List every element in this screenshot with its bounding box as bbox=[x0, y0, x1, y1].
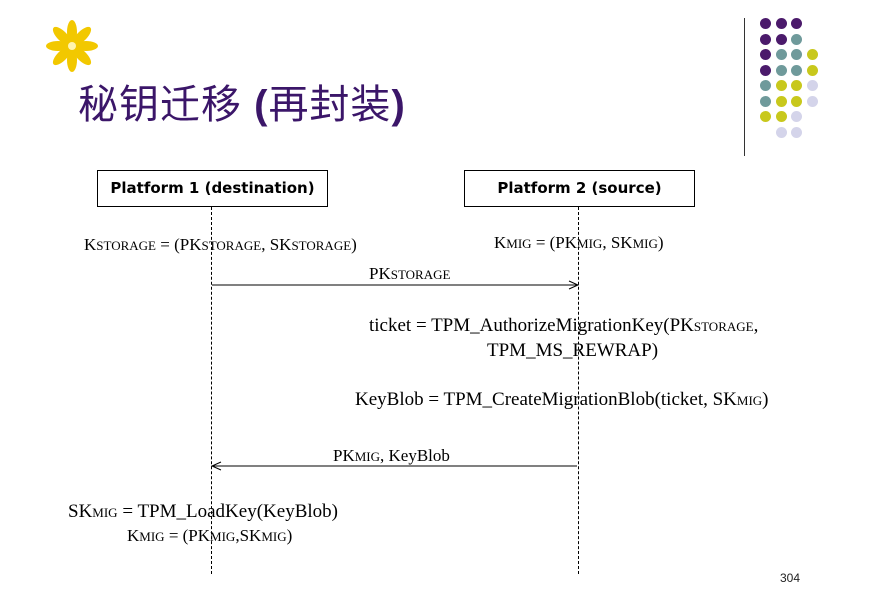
eq-text: ticket = TPM_AuthorizeMigrationKey(PK bbox=[369, 315, 694, 336]
decorative-dot bbox=[791, 18, 802, 29]
ticket-line-2: TPM_MS_REWRAP) bbox=[487, 340, 659, 361]
decorative-dot bbox=[760, 95, 771, 107]
eq-sub: STORAGE bbox=[693, 319, 754, 334]
eq-sub: STORAGE bbox=[390, 267, 451, 282]
eq-kstorage: KSTORAGE = (PKSTORAGE, SKSTORAGE) bbox=[84, 235, 357, 255]
decorative-dot bbox=[775, 64, 787, 76]
eq-text: ) bbox=[286, 526, 293, 545]
eq-text: = (PK bbox=[531, 233, 578, 252]
decorative-dot bbox=[775, 111, 787, 122]
platform1-box: Platform 1 (destination) bbox=[97, 170, 328, 207]
platform2-lifeline bbox=[578, 207, 579, 574]
decorative-dot bbox=[775, 126, 787, 138]
arrowhead-left bbox=[210, 461, 222, 471]
eq-sub: MIG bbox=[577, 236, 603, 251]
eq-sub: MIG bbox=[92, 505, 118, 520]
decorative-dot bbox=[806, 64, 818, 76]
eq-text: , KeyBlob bbox=[380, 446, 450, 465]
eq-text: K bbox=[84, 235, 97, 254]
title-paren-open: ( bbox=[242, 83, 269, 127]
platform1-lifeline bbox=[211, 207, 212, 574]
eq-text: ) bbox=[657, 233, 664, 252]
eq-text: KeyBlob = TPM_CreateMigrationBlob(ticket… bbox=[355, 389, 737, 410]
eq-sub: MIG bbox=[210, 529, 236, 544]
eq-text: = TPM_LoadKey(KeyBlob) bbox=[117, 501, 338, 522]
eq-text: , bbox=[753, 315, 759, 336]
decorative-dot bbox=[806, 80, 818, 91]
decorative-dot bbox=[775, 80, 787, 91]
decorative-dot bbox=[791, 111, 802, 122]
decorative-dot bbox=[760, 49, 771, 60]
decorative-dot bbox=[760, 18, 771, 29]
ticket-line-1: ticket = TPM_AuthorizeMigrationKey(PKSTO… bbox=[369, 315, 758, 337]
eq-sub: MIG bbox=[632, 236, 658, 251]
title-divider-line bbox=[744, 18, 745, 156]
decorative-dot bbox=[791, 64, 802, 76]
eq-kmig: KMIG = (PKMIG, SKMIG) bbox=[494, 233, 664, 253]
slide-title: 秘钥迁移 (再封装) bbox=[78, 72, 406, 130]
eq-text: PK bbox=[369, 264, 391, 283]
eq-text: SK bbox=[68, 501, 93, 522]
decorative-dot bbox=[775, 49, 787, 60]
eq-text: K bbox=[494, 233, 507, 252]
decorative-dot bbox=[775, 95, 787, 107]
keyblob-line: KeyBlob = TPM_CreateMigrationBlob(ticket… bbox=[355, 389, 769, 411]
eq-sub: MIG bbox=[139, 529, 165, 544]
eq-sub: STORAGE bbox=[201, 238, 262, 253]
title-paren-close: ) bbox=[391, 83, 406, 127]
eq-text: PK bbox=[333, 446, 355, 465]
decorative-dot bbox=[791, 95, 802, 107]
eq-text: , SK bbox=[261, 235, 292, 254]
eq-text: = (PK bbox=[164, 526, 211, 545]
decorative-dot bbox=[760, 33, 771, 45]
eq-text: = (PK bbox=[156, 235, 202, 254]
eq-sub: MIG bbox=[261, 529, 287, 544]
eq-text: ) bbox=[351, 235, 357, 254]
decorative-dot bbox=[791, 49, 802, 60]
platform2-box: Platform 2 (source) bbox=[464, 170, 695, 207]
decorative-dot bbox=[806, 49, 818, 60]
eq-sub: MIG bbox=[506, 236, 532, 251]
page-number: 304 bbox=[780, 571, 801, 585]
decorative-dot bbox=[760, 80, 771, 91]
eq-sub: MIG bbox=[354, 449, 381, 464]
title-paren-inner: 再封装 bbox=[268, 82, 392, 128]
decorative-dot bbox=[775, 33, 787, 45]
eq-text: ) bbox=[762, 389, 769, 410]
eq-sub: STORAGE bbox=[96, 238, 156, 253]
decorative-dot bbox=[791, 33, 802, 45]
message-pkmig-keyblob-label: PKMIG, KeyBlob bbox=[333, 446, 450, 466]
message-pkstorage-label: PKSTORAGE bbox=[369, 264, 450, 284]
decorative-dot bbox=[791, 80, 802, 91]
eq-text: , SK bbox=[602, 233, 633, 252]
eq-text: K bbox=[127, 526, 140, 545]
eq-sub: STORAGE bbox=[291, 238, 352, 253]
flower-asterisk-icon bbox=[46, 20, 98, 72]
decorative-dot bbox=[791, 126, 802, 138]
decorative-dot bbox=[760, 111, 771, 122]
title-main: 秘钥迁移 bbox=[78, 82, 242, 128]
eq-sub: MIG bbox=[736, 393, 763, 408]
kmig-result-line: KMIG = (PKMIG,SKMIG) bbox=[127, 526, 292, 546]
eq-text: ,SK bbox=[235, 526, 262, 545]
arrowhead-right bbox=[568, 280, 580, 290]
loadkey-line: SKMIG = TPM_LoadKey(KeyBlob) bbox=[68, 501, 338, 523]
decorative-dot bbox=[806, 95, 818, 107]
decorative-dot bbox=[775, 18, 787, 29]
decorative-dot bbox=[760, 64, 771, 76]
